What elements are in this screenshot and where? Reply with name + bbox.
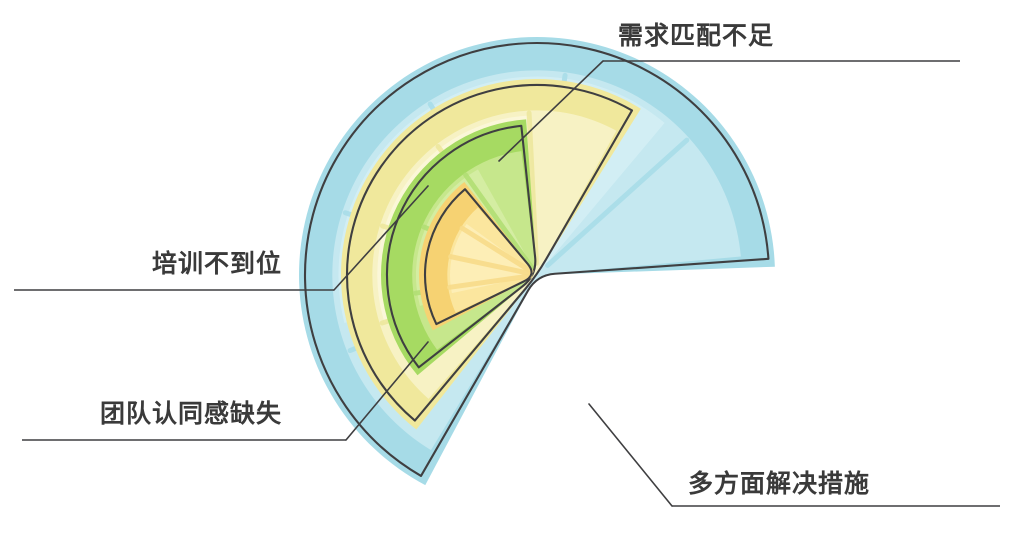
callout-lack-of-team-identity-leader-line: [345, 341, 429, 441]
callout-label-multifaceted-measures: 多方面解决措施: [688, 470, 871, 498]
petal-amber-spoke: [448, 254, 533, 277]
petal-blue-spoke: [545, 137, 690, 268]
callout-multifaceted-measures-leader-line: [588, 403, 673, 507]
petal-green-outline: [385, 124, 537, 369]
petal-amber-highlight: [450, 223, 532, 294]
callout-insufficient-training: [14, 185, 429, 291]
petal-amber-outline: [423, 188, 533, 326]
callout-lack-of-team-identity: [22, 341, 429, 441]
callout-demand-mismatch-leader-line: [498, 60, 604, 162]
petal-amber: [418, 182, 534, 331]
callout-label-demand-mismatch: 需求匹配不足: [618, 22, 775, 50]
callout-demand-mismatch: [498, 60, 960, 162]
petal-cream-spoke: [526, 110, 539, 266]
petal-cream-outline: [345, 83, 634, 422]
petal-green-spoke: [463, 172, 535, 270]
callout-insufficient-training-leader-line: [333, 185, 429, 291]
petal-amber-spoke: [459, 225, 534, 274]
petal-amber-spoke: [447, 273, 533, 290]
callout-label-lack-of-team-identity: 团队认同感缺失: [100, 400, 283, 428]
callout-multifaceted-measures: [588, 403, 1000, 507]
callout-leader-layer: [14, 60, 1000, 507]
callout-label-insufficient-training: 培训不到位: [152, 250, 283, 278]
petal-layer: [299, 36, 775, 486]
petal-blue-outline: [303, 41, 770, 477]
